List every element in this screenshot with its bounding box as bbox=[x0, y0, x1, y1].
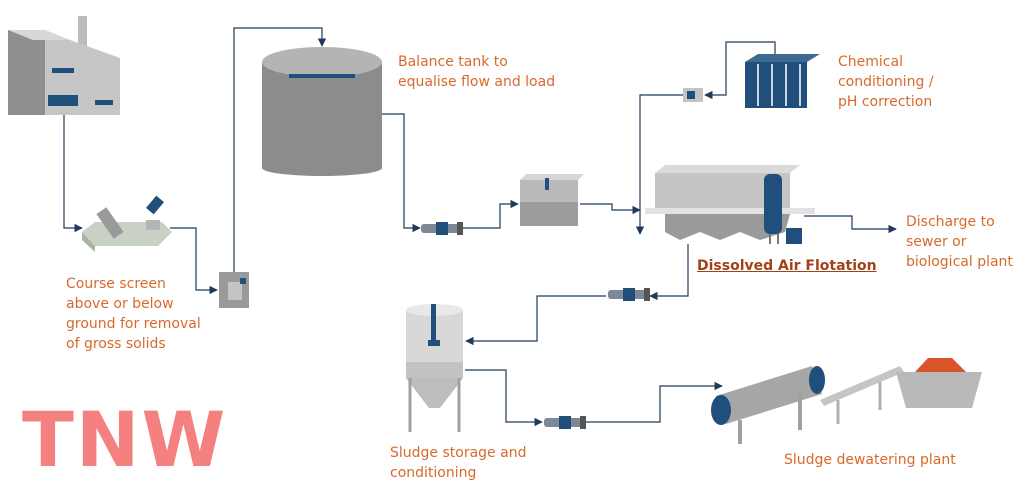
logo-text: TNW bbox=[22, 395, 227, 484]
dewatering-plant-icon bbox=[711, 358, 982, 444]
pump-icon bbox=[421, 222, 463, 235]
pipe-silo-pump bbox=[465, 369, 543, 427]
label-discharge: Discharge to sewer or biological plant bbox=[906, 212, 1013, 272]
label-line: Chemical bbox=[838, 54, 903, 70]
label-balance-tank: Balance tank to equalise flow and load bbox=[398, 52, 555, 92]
label-line: above or below bbox=[66, 296, 174, 312]
label-line: ground for removal bbox=[66, 316, 201, 332]
pump-icon bbox=[608, 288, 650, 301]
pipe-screen-sump bbox=[170, 227, 218, 295]
pipe-box-daf bbox=[580, 203, 641, 215]
label-line: conditioning bbox=[390, 465, 477, 481]
daf-unit-icon bbox=[645, 165, 815, 244]
pump-icon bbox=[544, 416, 586, 429]
pipe-pump-dewatering bbox=[586, 381, 723, 423]
label-line: pH correction bbox=[838, 94, 933, 110]
pipe-daf-discharge bbox=[804, 215, 897, 234]
label-line: Course screen bbox=[66, 276, 166, 292]
label-dewatering: Sludge dewatering plant bbox=[784, 450, 956, 470]
label-line: equalise flow and load bbox=[398, 74, 556, 90]
balance-tank-icon bbox=[262, 47, 382, 176]
label-line: conditioning / bbox=[838, 74, 934, 90]
label-screen: Course screen above or below ground for … bbox=[66, 274, 201, 354]
label-chemical: Chemical conditioning / pH correction bbox=[838, 52, 934, 112]
pipe-pump-box bbox=[463, 199, 519, 229]
sludge-silo-icon bbox=[406, 304, 463, 432]
factory-icon bbox=[8, 16, 120, 115]
dosing-unit bbox=[683, 88, 703, 102]
label-line: Discharge to bbox=[906, 214, 995, 230]
pipe-sump-balance bbox=[233, 27, 327, 272]
pipe-factory-screen bbox=[63, 115, 83, 233]
label-line: of gross solids bbox=[66, 336, 166, 352]
label-daf: Dissolved Air Flotation bbox=[697, 258, 877, 274]
label-line: Sludge storage and bbox=[390, 445, 527, 461]
label-sludge-storage: Sludge storage and conditioning bbox=[390, 443, 526, 483]
label-line: sewer or bbox=[906, 234, 967, 250]
pipe-pump-silo bbox=[465, 295, 606, 346]
sump-box bbox=[219, 272, 249, 308]
chemical-tank-icon bbox=[745, 54, 820, 108]
screen-icon bbox=[82, 195, 172, 252]
pipe-daf-sludge-pump bbox=[649, 244, 689, 301]
label-line: Balance tank to bbox=[398, 54, 508, 70]
mixing-box bbox=[520, 174, 584, 226]
label-line: Sludge dewatering plant bbox=[784, 452, 956, 468]
label-line: biological plant bbox=[906, 254, 1013, 270]
pipe-chemical-dosing bbox=[704, 41, 776, 100]
pipe-balance-pump bbox=[382, 113, 421, 233]
pipe-dosing-daf bbox=[635, 94, 683, 235]
